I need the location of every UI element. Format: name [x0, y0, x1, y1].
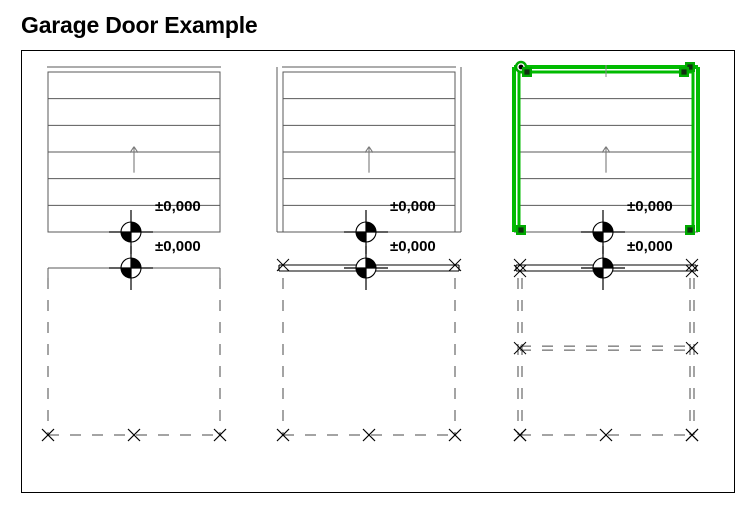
- plan-cross-marker: [41, 428, 55, 442]
- views-layer: ±0,000 ±0,000 ±0,000 ±0,000 ±0,000 ±0,000: [41, 60, 700, 442]
- door-elevation[interactable]: [47, 66, 221, 233]
- level-marker-quadrant-sw: [121, 232, 131, 242]
- door-plan-view[interactable]: [276, 258, 462, 442]
- level-marker-door[interactable]: [344, 210, 388, 254]
- grip-square-center: [687, 64, 693, 70]
- up-arrow-icon: [601, 146, 611, 173]
- plan-cross-marker: [685, 341, 699, 355]
- level-label-door: ±0,000: [627, 198, 673, 215]
- plan-cross-marker: [276, 428, 290, 442]
- level-marker-quadrant-ne: [366, 222, 376, 232]
- plan-cross-marker: [448, 258, 462, 272]
- door-plan-view[interactable]: [513, 258, 699, 442]
- selection-highlight[interactable]: [512, 60, 700, 235]
- plan-cross-marker: [127, 428, 141, 442]
- level-label-floor: ±0,000: [390, 238, 436, 255]
- plan-cross-marker: [513, 341, 527, 355]
- level-label-floor: ±0,000: [155, 238, 201, 255]
- level-marker-floor[interactable]: [581, 246, 625, 290]
- plan-cross-marker: [362, 428, 376, 442]
- level-marker-door[interactable]: [109, 210, 153, 254]
- grip-square-center: [518, 227, 524, 233]
- page-title: Garage Door Example: [21, 12, 258, 38]
- plan-cross-marker: [685, 264, 699, 278]
- plan-cross-marker: [213, 428, 227, 442]
- level-marker-quadrant-sw: [121, 268, 131, 278]
- plan-cross-marker: [448, 428, 462, 442]
- level-marker-quadrant-sw: [356, 268, 366, 278]
- level-label-door: ±0,000: [390, 198, 436, 215]
- level-marker-quadrant-sw: [356, 232, 366, 242]
- level-marker-quadrant-ne: [131, 222, 141, 232]
- level-marker-quadrant-sw: [593, 232, 603, 242]
- grip-square-center: [681, 69, 687, 75]
- level-marker-floor[interactable]: [344, 246, 388, 290]
- level-label-door: ±0,000: [155, 198, 201, 215]
- grip-square-center: [524, 69, 530, 75]
- level-marker-quadrant-ne: [603, 222, 613, 232]
- plan-cross-marker: [513, 258, 527, 272]
- up-arrow-icon: [364, 146, 374, 173]
- level-marker-quadrant-ne: [131, 258, 141, 268]
- grip-square-center: [687, 227, 693, 233]
- plan-cross-marker: [685, 428, 699, 442]
- plan-cross-marker: [276, 258, 290, 272]
- up-arrow-icon: [129, 146, 139, 173]
- plan-cross-marker: [685, 258, 699, 272]
- level-marker-door[interactable]: [581, 210, 625, 254]
- level-label-floor: ±0,000: [627, 238, 673, 255]
- level-marker-quadrant-ne: [366, 258, 376, 268]
- level-marker-quadrant-ne: [603, 258, 613, 268]
- garage-door-view-basic[interactable]: ±0,000 ±0,000: [41, 66, 227, 442]
- level-marker-floor[interactable]: [109, 246, 153, 290]
- plan-cross-marker: [599, 428, 613, 442]
- plan-cross-marker: [513, 428, 527, 442]
- garage-door-view-framed[interactable]: ±0,000 ±0,000: [276, 66, 462, 442]
- plan-cross-marker: [513, 264, 527, 278]
- door-plan-view[interactable]: [41, 267, 227, 442]
- level-marker-quadrant-sw: [593, 268, 603, 278]
- garage-door-view-selected[interactable]: ±0,000 ±0,000: [512, 60, 700, 442]
